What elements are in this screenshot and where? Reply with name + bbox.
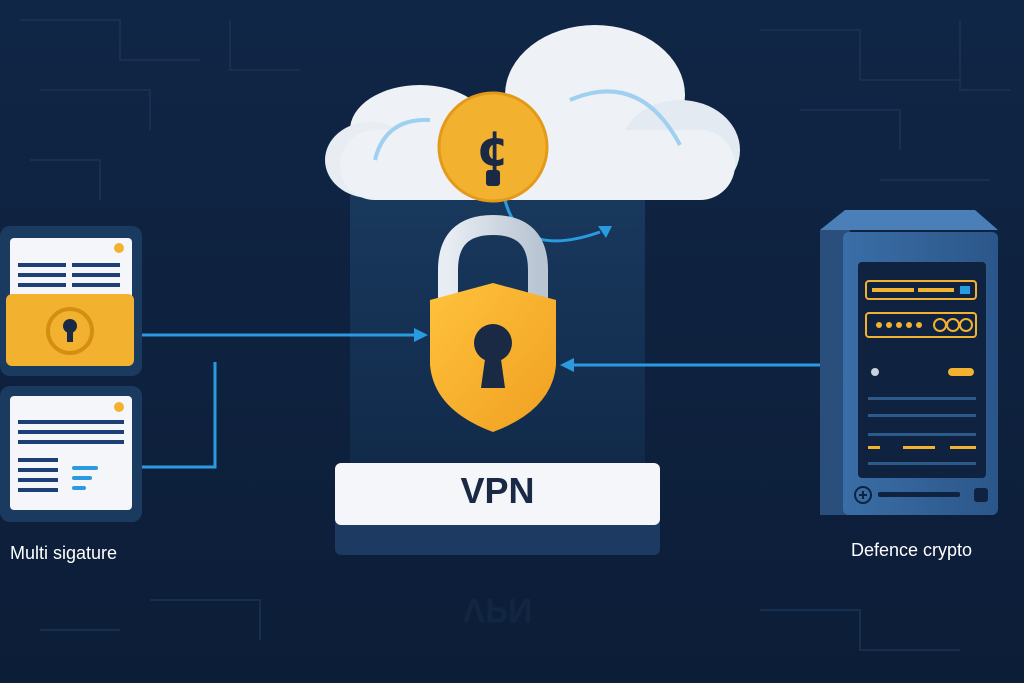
document-icon — [0, 386, 142, 522]
vpn-label: VPN — [460, 470, 535, 511]
server-icon — [820, 210, 998, 515]
arrowhead — [598, 226, 612, 238]
connector-lines — [142, 333, 823, 469]
vpn-card — [335, 463, 660, 525]
multi-signature-label: Multi sigature — [10, 543, 118, 563]
padlock-shield-icon — [430, 214, 556, 432]
vpn-label-reflection: VPN — [462, 591, 533, 629]
cent-coin-icon: ¢ — [437, 91, 549, 203]
arrowhead-right — [560, 358, 574, 372]
locked-document-icon — [0, 226, 142, 376]
circuit-pattern — [20, 19, 1010, 651]
arrowhead-left — [414, 328, 428, 342]
svg-text:¢: ¢ — [476, 121, 509, 177]
defence-crypto-label: Defence crypto — [851, 540, 973, 560]
